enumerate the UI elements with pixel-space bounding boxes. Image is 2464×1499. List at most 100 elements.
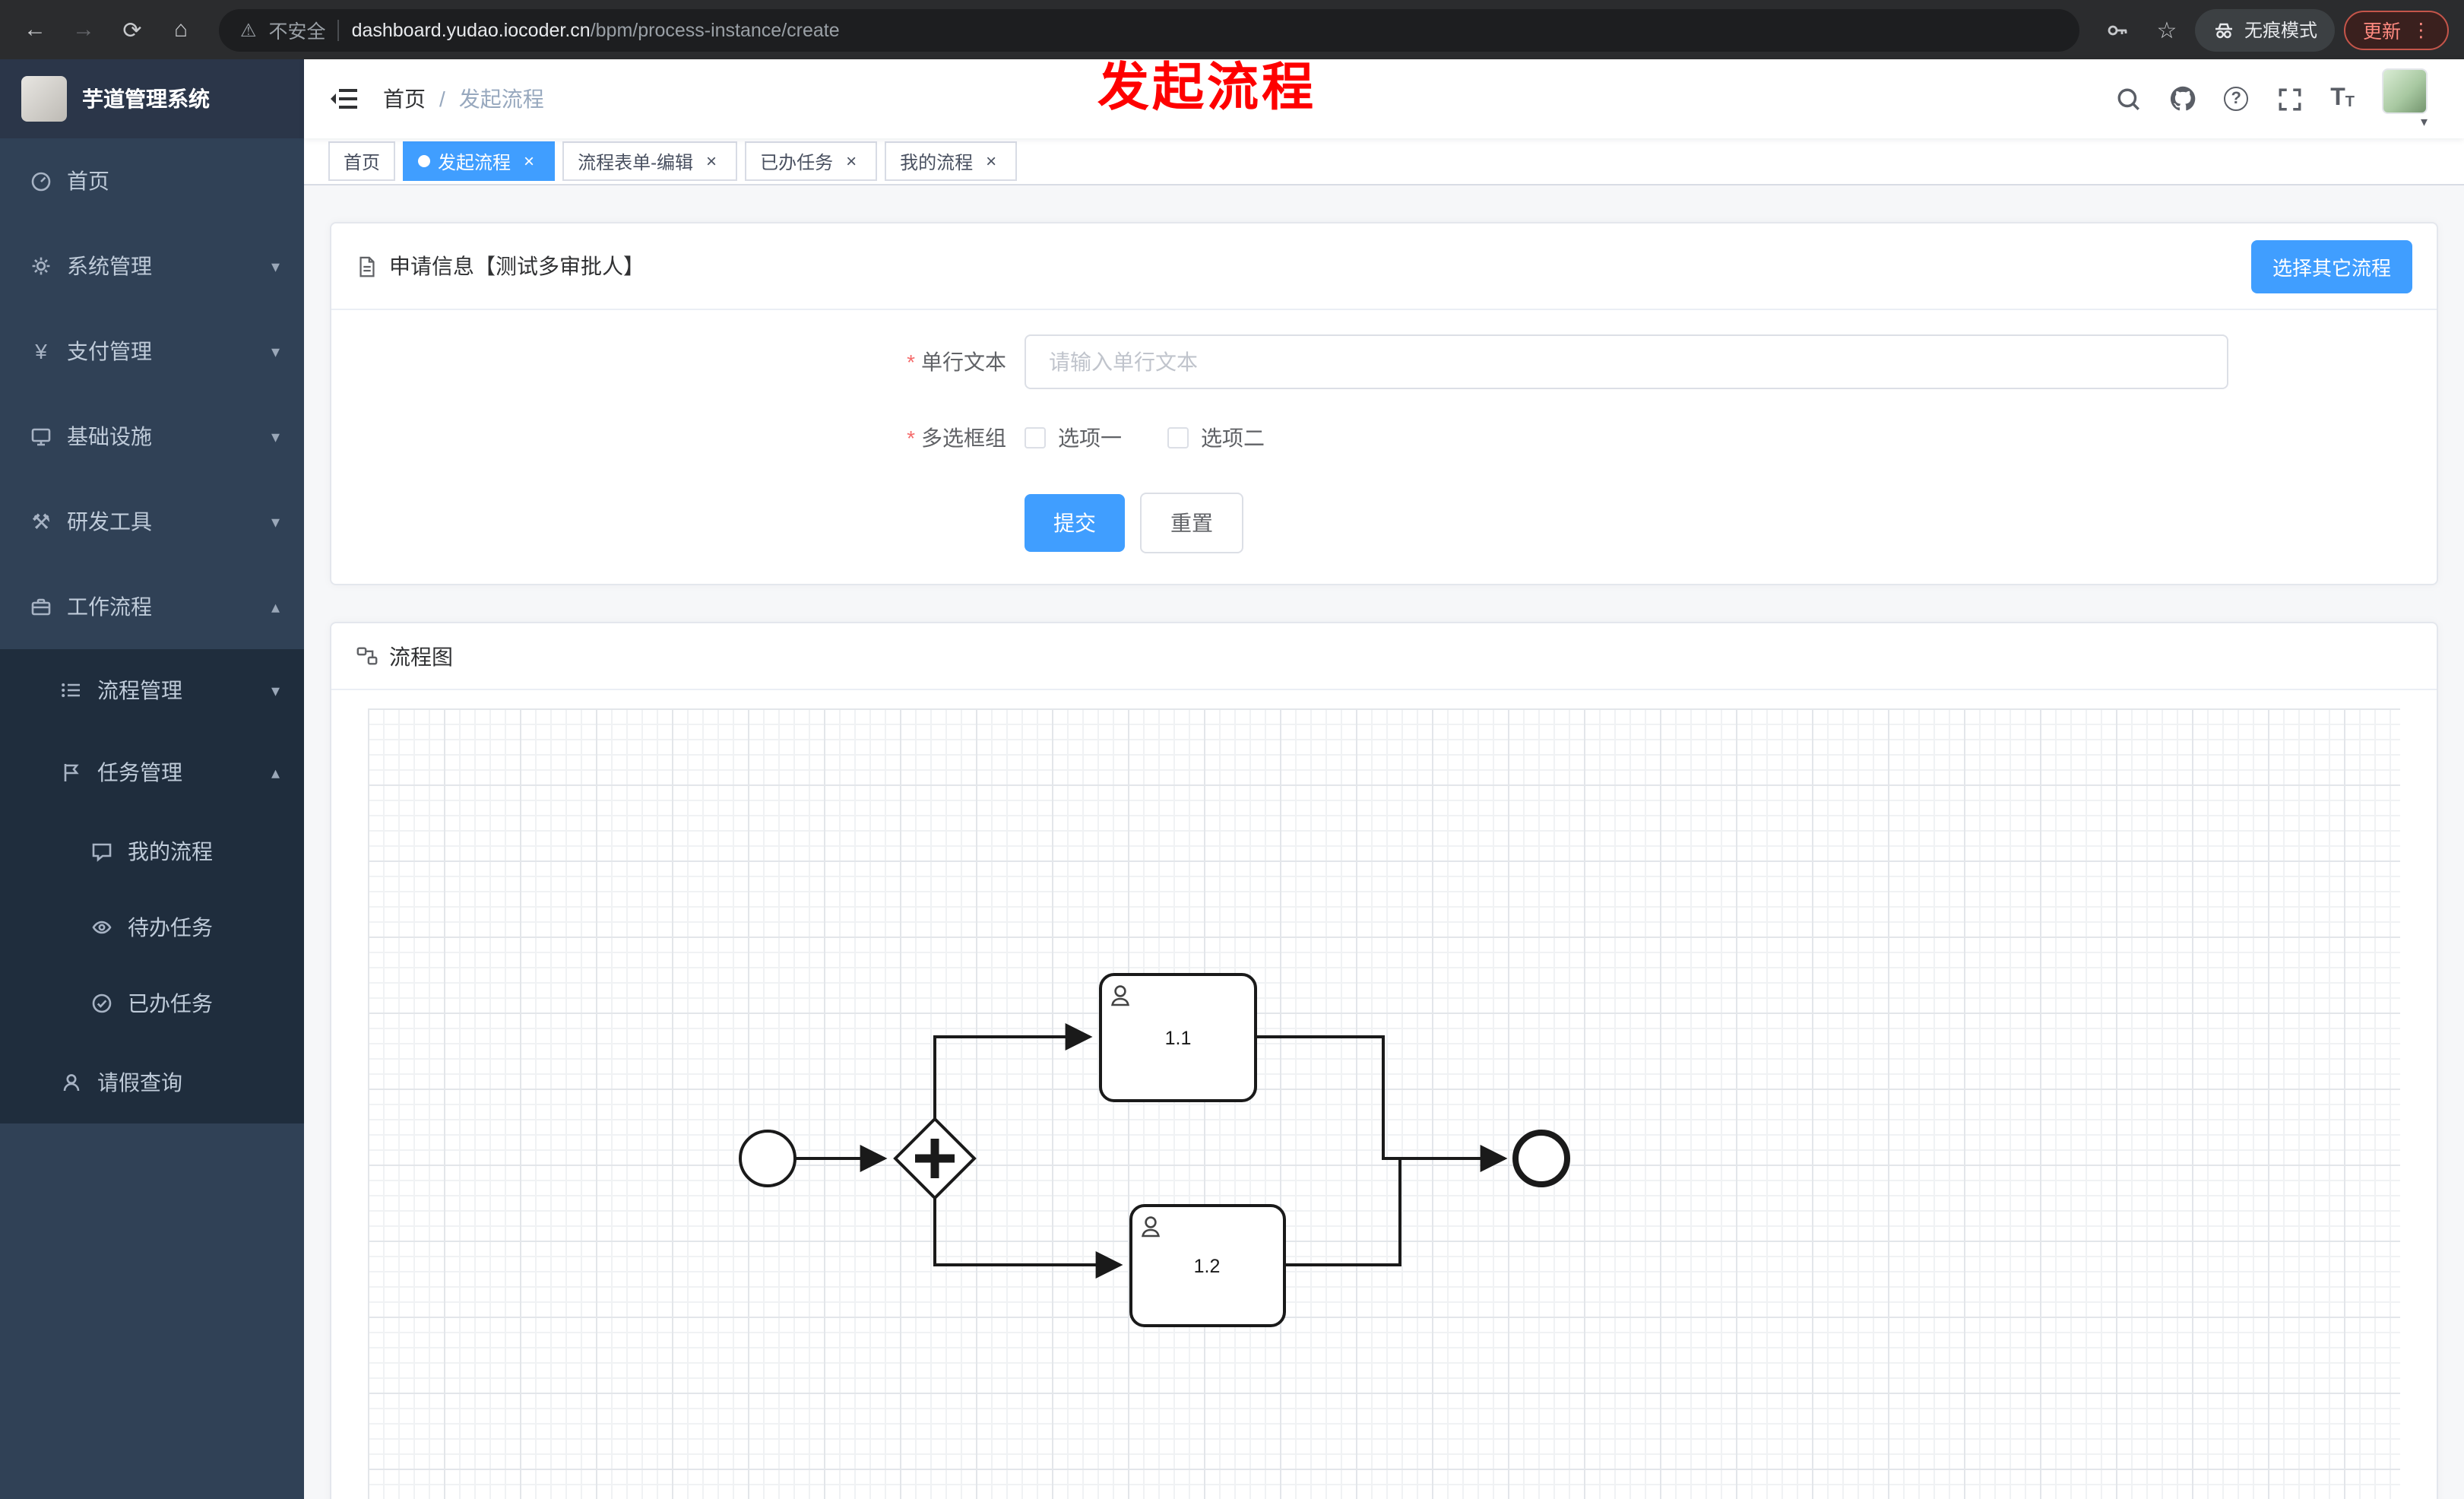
breadcrumb-separator: /	[439, 87, 445, 111]
chevron-down-icon: ▾	[2420, 114, 2428, 129]
not-secure-warning-icon: ⚠	[240, 19, 257, 40]
user-task-icon	[1142, 1216, 1160, 1238]
browser-menu-kebab-icon[interactable]: ⋮	[2412, 20, 2431, 41]
password-key-icon[interactable]	[2098, 10, 2138, 49]
user-task-1-2[interactable]: 1.2	[1129, 1204, 1286, 1327]
choose-other-process-button[interactable]: 选择其它流程	[2250, 239, 2412, 293]
eye-icon	[92, 921, 112, 934]
sidebar-item-workflow[interactable]: 工作流程 ▴	[0, 564, 304, 649]
end-event-node[interactable]	[1512, 1130, 1570, 1187]
security-label: 不安全	[268, 21, 326, 43]
monitor-icon	[31, 428, 51, 446]
sidebar-item-system-management[interactable]: 系统管理 ▾	[0, 223, 304, 309]
yen-icon: ¥	[35, 339, 47, 363]
tab-close-icon[interactable]: ×	[524, 151, 535, 172]
document-icon	[359, 255, 375, 277]
list-icon	[62, 683, 80, 697]
logo-image	[21, 76, 67, 122]
checkbox-option-2[interactable]: 选项二	[1167, 423, 1265, 453]
update-label: 更新	[2362, 21, 2401, 43]
flag-icon	[64, 764, 79, 781]
tab-close-icon[interactable]: ×	[706, 151, 717, 172]
tab-done-tasks[interactable]: 已办任务 ×	[745, 141, 878, 181]
fullscreen-icon[interactable]	[2276, 85, 2303, 113]
tabs-bar: 首页 发起流程 × 流程表单-编辑 × 已办任务 × 我的流程 ×	[304, 138, 2464, 185]
app-title: 芋道管理系统	[82, 87, 210, 111]
field-label-checkbox-group: *多选框组	[907, 426, 1006, 450]
sidebar: 芋道管理系统 首页 系统管理 ▾ ¥ 支付管理 ▾	[0, 59, 304, 1499]
omnibox-divider	[337, 19, 340, 40]
checkbox-box[interactable]	[1025, 427, 1046, 448]
user-icon	[63, 1074, 80, 1092]
card-title: 流程图	[356, 641, 453, 671]
sidebar-item-dev-tools[interactable]: ⚒ 研发工具 ▾	[31, 509, 280, 534]
sidebar-toggle[interactable]	[328, 87, 359, 111]
sidebar-item-process-management[interactable]: 流程管理 ▾	[0, 649, 304, 731]
page-url: dashboard.yudao.iocoder.cn/bpm/process-i…	[352, 19, 840, 40]
user-menu[interactable]: ▾	[2382, 68, 2428, 129]
tab-start-process[interactable]: 发起流程 ×	[403, 141, 556, 181]
parallel-gateway-node[interactable]	[893, 1117, 977, 1200]
check-circle-icon	[92, 994, 112, 1013]
flow-diagram-header: 流程图	[331, 623, 2437, 690]
bookmark-star-icon[interactable]: ☆	[2156, 17, 2177, 43]
breadcrumb-home[interactable]: 首页	[383, 87, 426, 111]
tab-my-processes[interactable]: 我的流程 ×	[885, 141, 1018, 181]
chevron-down-icon: ▾	[271, 513, 280, 531]
sidebar-item-leave-query[interactable]: 请假查询	[0, 1041, 304, 1123]
browser-home-icon[interactable]: ⌂	[173, 17, 188, 43]
github-icon[interactable]	[2169, 85, 2196, 113]
tab-close-icon[interactable]: ×	[846, 151, 857, 172]
tab-process-form-edit[interactable]: 流程表单-编辑 ×	[562, 141, 738, 181]
address-bar[interactable]: ⚠ 不安全 dashboard.yudao.iocoder.cn/bpm/pro…	[219, 8, 2080, 51]
breadcrumb: 首页 / 发起流程	[383, 84, 544, 114]
browser-chrome: ← → ⟳ ⌂ ⚠ 不安全 dashboard.yudao.iocoder.cn…	[0, 0, 2464, 59]
sidebar-item-done-tasks[interactable]: 已办任务	[0, 965, 304, 1041]
browser-forward-icon[interactable]: →	[72, 17, 95, 43]
url-path: /bpm/process-instance/create	[590, 19, 840, 40]
user-task-1-1[interactable]: 1.1	[1099, 973, 1257, 1102]
dashboard-icon	[31, 172, 51, 192]
app-logo[interactable]: 芋道管理系统	[0, 59, 304, 138]
bpmn-diagram: 1.1 1.2	[739, 973, 1570, 1327]
checkbox-box[interactable]	[1167, 427, 1189, 448]
sidebar-item-infrastructure[interactable]: 基础设施 ▾	[0, 394, 304, 479]
sidebar-item-payment-management[interactable]: ¥ 支付管理 ▾	[0, 309, 304, 394]
sidebar-item-todo-tasks[interactable]: 待办任务	[0, 889, 304, 965]
reset-button[interactable]: 重置	[1140, 493, 1243, 553]
apply-info-card: 申请信息【测试多审批人】 选择其它流程 *单行文本 *多选框组	[330, 222, 2438, 585]
page-content: 申请信息【测试多审批人】 选择其它流程 *单行文本 *多选框组	[304, 185, 2464, 1499]
search-icon[interactable]	[2114, 85, 2142, 113]
annotation-text: 发起流程	[1097, 59, 1316, 117]
user-task-icon	[1111, 985, 1129, 1006]
card-title: 申请信息【测试多审批人】	[356, 251, 645, 281]
briefcase-icon	[31, 598, 51, 616]
process-form: *单行文本 *多选框组 选项一	[331, 310, 2437, 584]
start-event-node[interactable]	[739, 1130, 797, 1187]
chat-bubble-icon	[92, 843, 112, 862]
sidebar-item-task-management[interactable]: 任务管理 ▴	[0, 731, 304, 813]
required-marker: *	[907, 426, 915, 450]
submit-button[interactable]: 提交	[1025, 494, 1125, 552]
incognito-label: 无痕模式	[2244, 20, 2317, 41]
sidebar-item-my-processes[interactable]: 我的流程	[0, 813, 304, 889]
browser-back-icon[interactable]: ←	[24, 17, 46, 43]
help-icon[interactable]: ?	[2224, 87, 2249, 111]
checkbox-option-1[interactable]: 选项一	[1025, 423, 1122, 453]
apply-info-header: 申请信息【测试多审批人】 选择其它流程	[331, 223, 2437, 310]
single-line-text-input[interactable]	[1025, 334, 2228, 389]
task-label: 1.1	[1165, 1028, 1192, 1049]
avatar	[2382, 68, 2428, 114]
bpmn-canvas[interactable]: 1.1 1.2	[368, 708, 2400, 1499]
tab-close-icon[interactable]: ×	[986, 151, 997, 172]
url-domain: dashboard.yudao.iocoder.cn	[351, 19, 591, 40]
sidebar-item-home[interactable]: 首页	[0, 138, 304, 223]
field-label-single-line-text: *单行文本	[907, 350, 1006, 374]
browser-refresh-icon[interactable]: ⟳	[122, 17, 142, 43]
tab-home[interactable]: 首页	[328, 141, 396, 181]
browser-update-button[interactable]: 更新 ⋮	[2344, 10, 2449, 49]
active-dot	[418, 155, 431, 167]
